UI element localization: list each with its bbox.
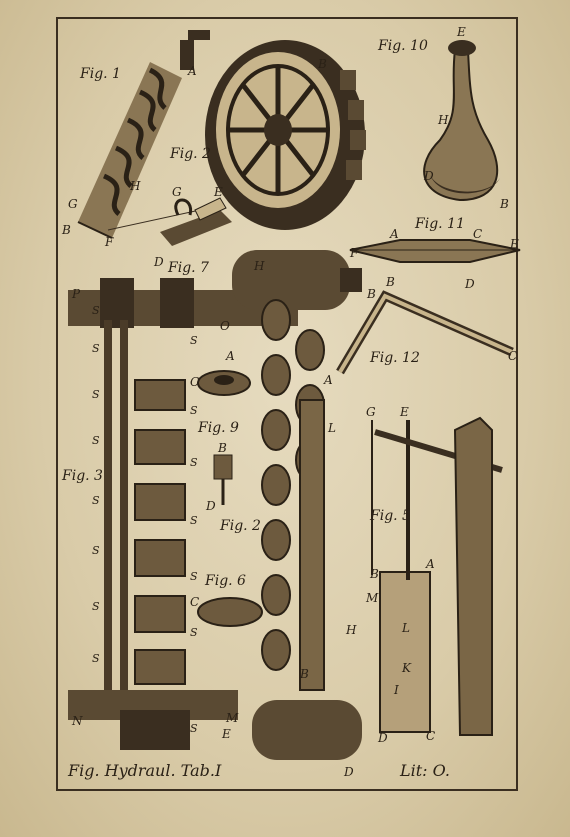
archimedes-screw [77, 30, 210, 239]
letter-s: S [92, 304, 100, 317]
fig11-label: Fig. 11 [414, 216, 465, 232]
flask [423, 40, 500, 202]
letter-s: S [190, 722, 198, 735]
letter-d: D [423, 169, 434, 183]
letter-s: S [92, 652, 100, 665]
letter-b: B [317, 57, 327, 71]
fig2-label: Fig. 2 [219, 518, 261, 534]
disk [197, 597, 263, 627]
letter-a: A [225, 349, 235, 363]
letter-h: H [129, 179, 141, 193]
letter-s: S [190, 570, 198, 583]
letter-s: S [190, 456, 198, 469]
letter-s: S [190, 334, 198, 347]
letter-s: S [92, 544, 100, 557]
letter-d: D [343, 765, 354, 779]
letter-e: E [509, 237, 519, 251]
letter-a: A [425, 557, 435, 571]
letter-s: S [92, 494, 100, 507]
fig9-label: Fig. 9 [197, 420, 239, 436]
letter-s: S [92, 388, 100, 401]
letter-c: C [426, 729, 435, 743]
letter-l: L [401, 621, 410, 635]
letter-e: E [399, 405, 409, 419]
letter-o: O [220, 319, 230, 333]
letter-a: A [187, 64, 197, 78]
letter-b: B [217, 441, 227, 455]
fig1-label: Fig. 1 [79, 66, 121, 82]
letter-b: B [61, 223, 71, 237]
letter-m: M [225, 711, 239, 725]
letter-h: H [345, 623, 357, 637]
letter-d: D [464, 277, 475, 291]
ring-and-key [197, 370, 251, 505]
letter-e: E [221, 727, 231, 741]
letter-g: G [366, 405, 376, 419]
letter-s: S [190, 626, 198, 639]
plate-caption: Fig. Hydraul. Tab.I [67, 761, 222, 780]
letter-b: B [385, 275, 395, 289]
letter-s: S [92, 600, 100, 613]
letter-h: H [437, 113, 449, 127]
plate-lit: Lit: O. [399, 761, 450, 780]
letter-s: S [92, 342, 100, 355]
bent-tube [336, 290, 514, 375]
fig7-label: Fig. 7 [167, 260, 209, 276]
letter-e: E [456, 25, 466, 39]
letter-a: A [389, 227, 399, 241]
letter-f: F [104, 235, 114, 249]
letter-e: E [213, 185, 223, 199]
letter-n: N [71, 714, 83, 728]
letter-c: C [508, 349, 517, 363]
letter-b: B [299, 667, 309, 681]
water-wheel [205, 40, 366, 230]
letter-m: M [365, 591, 379, 605]
letter-b: B [369, 567, 379, 581]
letter-d: D [153, 255, 164, 269]
fig2-wheel-label: Fig. 2 [169, 146, 211, 162]
letter-p: P [71, 287, 81, 301]
letter-c: C [473, 227, 482, 241]
letter-c: C [190, 595, 199, 609]
chain-pump [68, 278, 298, 750]
rosary-pump [232, 250, 362, 760]
letter-b: B [366, 287, 376, 301]
letter-d: D [205, 499, 216, 513]
letter-l: L [327, 421, 336, 435]
letter-k: K [401, 661, 412, 675]
spindle [349, 239, 521, 263]
fig6-label: Fig. 6 [204, 573, 246, 589]
letter-c: C [190, 375, 199, 389]
fig3-label: Fig. 3 [61, 468, 103, 484]
fig5-label: Fig. 5 [369, 508, 411, 524]
small-valve [160, 197, 232, 246]
letter-i: I [393, 683, 399, 697]
fig10-label: Fig. 10 [377, 38, 428, 54]
letter-s: S [92, 434, 100, 447]
letter-h: H [253, 259, 265, 273]
lift-pump [371, 416, 503, 736]
fig12-label: Fig. 12 [369, 350, 420, 366]
letter-g: G [68, 197, 78, 211]
letter-f: F [349, 246, 359, 260]
letter-d: D [377, 731, 388, 745]
letter-g: G [172, 185, 182, 199]
plate-border [56, 17, 518, 791]
letter-s: S [190, 404, 198, 417]
letter-a: A [323, 373, 333, 387]
letter-b: B [499, 197, 509, 211]
letter-s: S [190, 514, 198, 527]
